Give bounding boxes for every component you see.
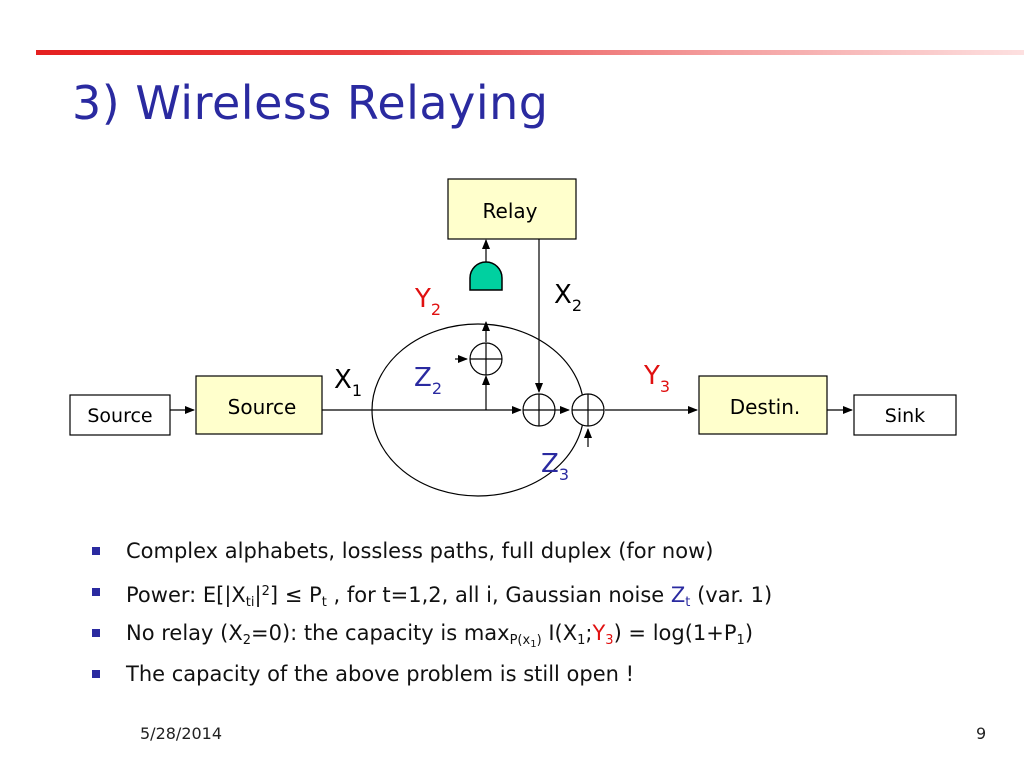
label-x2: X2 [554, 280, 582, 315]
label-z2: Z2 [414, 363, 442, 398]
bullet-text: Complex alphabets, lossless paths, full … [126, 539, 714, 563]
title-accent-bar [36, 50, 1024, 55]
bullet-square-icon [92, 547, 100, 555]
relay-label: Relay [483, 199, 538, 223]
footer-date: 5/28/2014 [140, 724, 223, 743]
source-small-box: Source [69, 394, 171, 436]
bullet-item: Complex alphabets, lossless paths, full … [92, 534, 772, 575]
destination-noise-adder [571, 393, 605, 427]
label-x1: X1 [334, 365, 362, 400]
label-y3: Y3 [643, 361, 670, 396]
bullet-square-icon [92, 588, 100, 596]
sink-label: Sink [885, 405, 925, 427]
bullet-square-icon [92, 670, 100, 678]
slide-title: 3) Wireless Relaying [72, 76, 549, 130]
source-box: Source [195, 375, 323, 435]
label-y2: Y2 [414, 284, 441, 319]
relay-combine-adder [522, 393, 556, 427]
bullet-text: The capacity of the above problem is sti… [126, 662, 635, 686]
relay-box: Relay [447, 178, 577, 240]
source-small-label: Source [87, 405, 152, 427]
relay-detector-icon [469, 261, 503, 291]
relay-noise-adder [469, 342, 503, 376]
destination-label: Destin. [730, 395, 801, 419]
bullet-text: No relay (X2=0): the capacity is maxP(x1… [126, 621, 754, 650]
bullet-item: Power: E[|Xti|2] ≤ Pt , for t=1,2, all i… [92, 575, 772, 616]
source-label: Source [228, 395, 297, 419]
sink-box: Sink [853, 394, 957, 436]
bullet-text: Power: E[|Xti|2] ≤ Pt , for t=1,2, all i… [126, 583, 773, 610]
label-z3: Z3 [541, 449, 569, 484]
destination-box: Destin. [698, 375, 828, 435]
bullet-item: The capacity of the above problem is sti… [92, 657, 772, 698]
bullet-item: No relay (X2=0): the capacity is maxP(x1… [92, 616, 772, 657]
footer-page-number: 9 [976, 724, 987, 743]
bullet-square-icon [92, 629, 100, 637]
bullet-list: Complex alphabets, lossless paths, full … [92, 534, 772, 698]
